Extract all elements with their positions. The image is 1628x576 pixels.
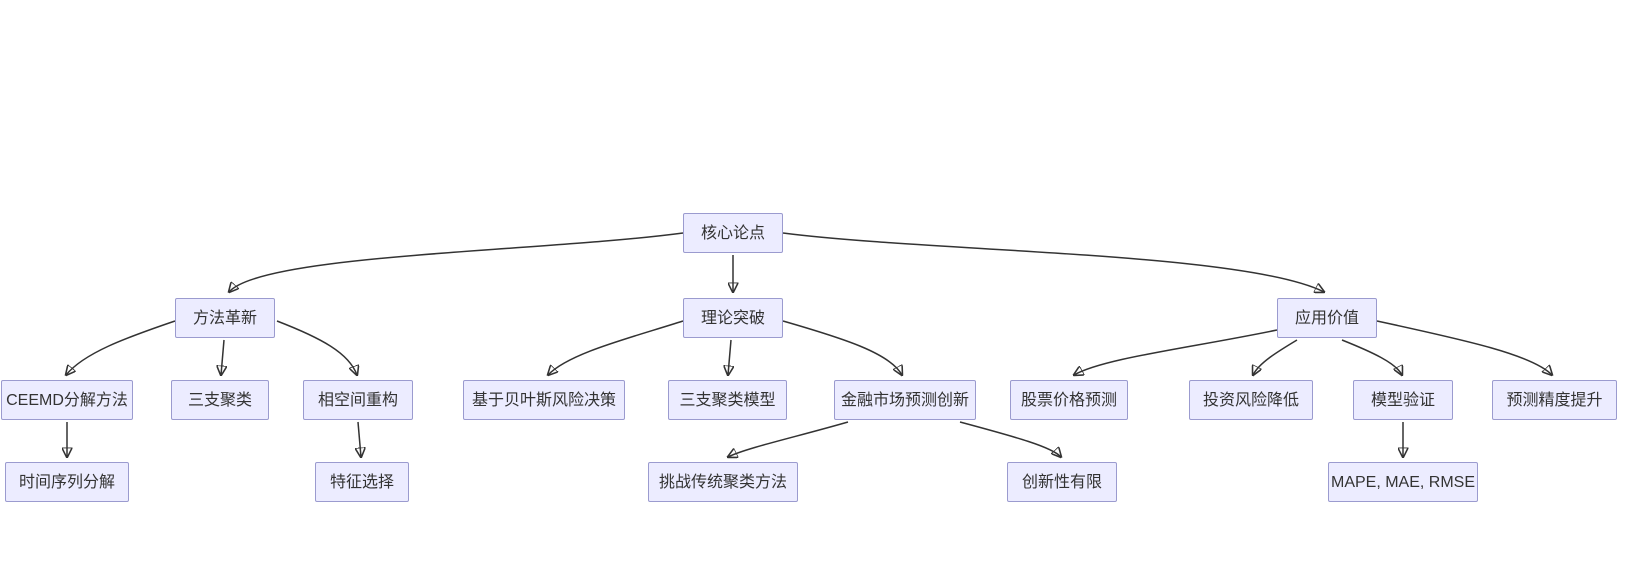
edge-theoretical-breakthrough-to-bayesian-risk-decision <box>548 320 684 375</box>
node-three-way-clustering-model: 三支聚类模型 <box>668 380 787 420</box>
node-investment-risk-reduction: 投资风险降低 <box>1189 380 1313 420</box>
edge-financial-market-forecast-innovation-to-challenge-traditional-clustering <box>728 421 849 457</box>
edge-financial-market-forecast-innovation-to-limited-novelty <box>959 421 1061 457</box>
node-feature-selection: 特征选择 <box>315 462 409 502</box>
node-challenge-traditional-clustering: 挑战传统聚类方法 <box>648 462 798 502</box>
node-application-value: 应用价值 <box>1277 298 1377 338</box>
edge-application-value-to-investment-risk-reduction <box>1253 339 1298 375</box>
node-forecast-accuracy-improvement: 预测精度提升 <box>1492 380 1617 420</box>
node-three-way-clustering: 三支聚类 <box>171 380 269 420</box>
node-theoretical-breakthrough: 理论突破 <box>683 298 783 338</box>
edge-theoretical-breakthrough-to-financial-market-forecast-innovation <box>782 320 902 375</box>
node-phase-space-reconstruction: 相空间重构 <box>303 380 413 420</box>
node-ceemd-decomposition: CEEMD分解方法 <box>1 380 133 420</box>
node-financial-market-forecast-innovation: 金融市场预测创新 <box>834 380 976 420</box>
edge-phase-space-reconstruction-to-feature-selection <box>358 421 361 457</box>
node-evaluation-metrics: MAPE, MAE, RMSE <box>1328 462 1478 502</box>
node-model-validation: 模型验证 <box>1353 380 1453 420</box>
node-stock-price-prediction: 股票价格预测 <box>1010 380 1128 420</box>
edge-application-value-to-stock-price-prediction <box>1074 329 1278 375</box>
edge-application-value-to-model-validation <box>1341 339 1402 375</box>
node-core-thesis: 核心论点 <box>683 213 783 253</box>
node-bayesian-risk-decision: 基于贝叶斯风险决策 <box>463 380 625 420</box>
edge-method-innovation-to-three-way-clustering <box>221 339 224 375</box>
node-time-series-decomposition: 时间序列分解 <box>5 462 129 502</box>
edge-theoretical-breakthrough-to-three-way-clustering-model <box>728 339 731 375</box>
node-method-innovation: 方法革新 <box>175 298 275 338</box>
edge-method-innovation-to-phase-space-reconstruction <box>276 320 357 375</box>
node-limited-novelty: 创新性有限 <box>1007 462 1117 502</box>
edge-application-value-to-forecast-accuracy-improvement <box>1376 320 1552 375</box>
edge-method-innovation-to-ceemd-decomposition <box>66 320 176 375</box>
edge-root-to-application-value <box>782 232 1324 292</box>
edge-root-to-method-innovation <box>229 232 684 292</box>
